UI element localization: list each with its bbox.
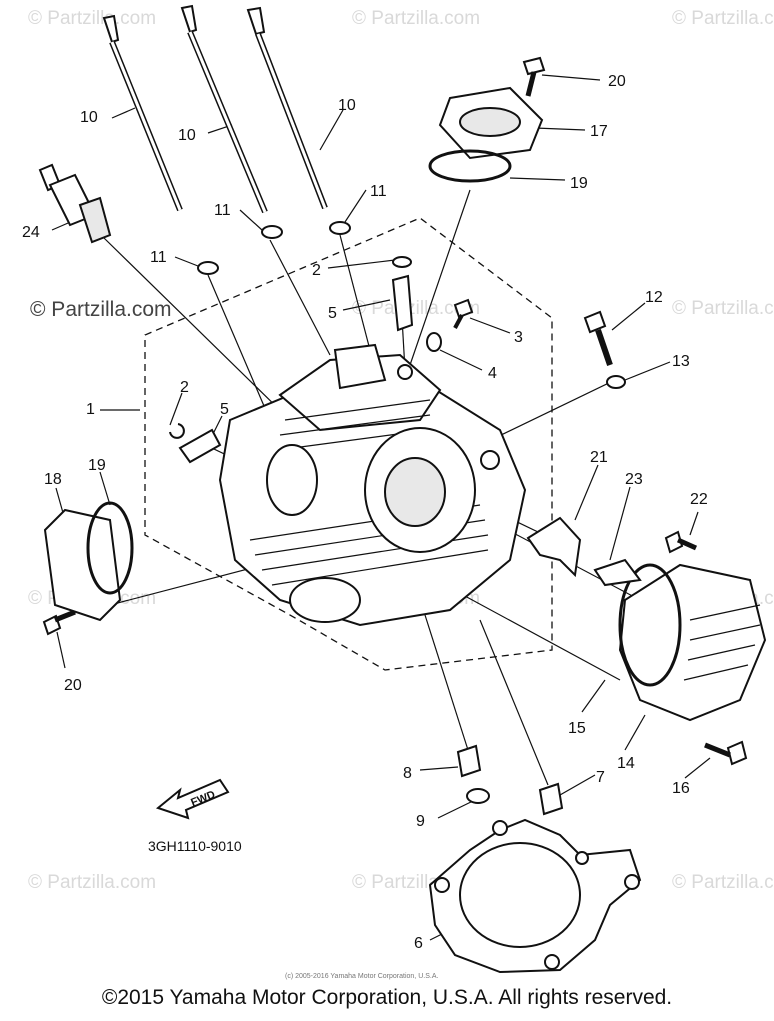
callout-label: 23	[625, 471, 643, 488]
callout-label: 12	[645, 289, 663, 306]
callout-label: 10	[80, 109, 98, 126]
callout-label: 20	[64, 677, 82, 694]
small-copyright: (c) 2005-2016 Yamaha Motor Corporation, …	[285, 973, 438, 980]
callout-label: 1	[86, 401, 95, 418]
callout-label: 10	[178, 127, 196, 144]
watermark: © Partzilla.com	[28, 8, 157, 29]
callout-label: 11	[150, 249, 167, 266]
callout-label: 15	[568, 720, 586, 737]
callout-label: 17	[590, 123, 608, 140]
callout-label: 2	[312, 262, 321, 279]
assembly-outline	[144, 217, 553, 671]
callout-label: 11	[214, 202, 231, 219]
callout-label: 5	[220, 401, 229, 418]
callout-label: 10	[338, 97, 356, 114]
callout-label: 5	[328, 305, 337, 322]
callouts: 10 10 10 11 11 11 24 2 5 3 4 12 13 20 17…	[22, 73, 708, 952]
callout-label: 4	[488, 365, 497, 382]
spark-plug	[38, 163, 112, 244]
callout-label: 18	[44, 471, 62, 488]
diagram-code: 3GH1110-9010	[148, 838, 242, 854]
callout-label: 11	[370, 183, 387, 200]
callout-label: 2	[180, 379, 189, 396]
watermark: © Partzilla.com	[28, 872, 157, 893]
callout-label: 13	[672, 353, 690, 370]
callout-label: 22	[690, 491, 708, 508]
callout-label: 16	[672, 780, 690, 797]
tappet-cover	[428, 86, 544, 183]
stud-bolts	[102, 4, 328, 214]
fwd-arrow-icon: FWD	[155, 778, 230, 820]
callout-label: 9	[416, 813, 425, 830]
head-gasket	[428, 818, 642, 974]
cylinder-head	[218, 343, 527, 627]
brackets	[526, 516, 642, 587]
callout-label: 8	[403, 765, 412, 782]
watermark: © Partzilla.com	[672, 872, 774, 893]
bolts	[42, 56, 748, 766]
watermark-main: © Partzilla.com	[30, 298, 172, 321]
callout-label: 21	[590, 449, 608, 466]
watermark: © Partzilla.com	[352, 298, 481, 319]
callout-label: 6	[414, 935, 423, 952]
dowel-pins	[456, 744, 564, 816]
callout-label: 7	[596, 769, 605, 786]
watermark: © Partzilla.com	[352, 8, 481, 29]
valve-guides	[169, 256, 414, 464]
footer-copyright: ©2015 Yamaha Motor Corporation, U.S.A. A…	[101, 986, 673, 1009]
callout-label: 24	[22, 224, 40, 241]
washers	[197, 221, 626, 804]
watermark: © Partzilla.com	[672, 8, 774, 29]
callout-label: 19	[570, 175, 588, 192]
callout-label: 14	[617, 755, 635, 772]
side-cover-right	[618, 563, 767, 722]
callout-label: 3	[514, 329, 523, 346]
callout-label: 19	[88, 457, 106, 474]
side-cover-left	[43, 501, 134, 622]
callout-label: 20	[608, 73, 626, 90]
watermark: © Partzilla.com	[672, 298, 774, 319]
